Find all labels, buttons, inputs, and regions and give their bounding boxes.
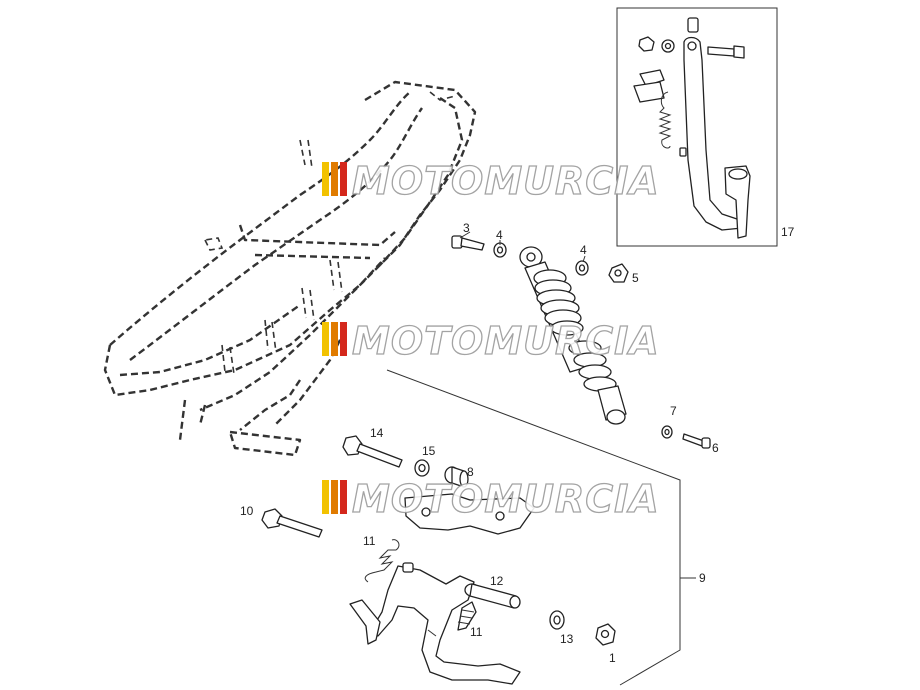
watermark-stripe: [340, 480, 347, 514]
callout-13: 13: [560, 632, 574, 646]
washer-4b: [575, 260, 589, 276]
callout-6: 6: [712, 441, 719, 455]
side-stand-leg: [683, 36, 743, 231]
watermark-stripe: [331, 322, 338, 356]
callout-12: 12: [490, 574, 504, 588]
washer-15: [414, 459, 430, 477]
bolt-14: [342, 435, 403, 468]
washer-small: [661, 39, 675, 53]
callout-3: 3: [463, 221, 470, 235]
callout-10: 10: [240, 504, 254, 518]
callout-4b: 4: [580, 243, 587, 257]
bushing-8: [444, 466, 469, 488]
bolt-3: [451, 235, 485, 251]
rear-shock-absorber: [519, 246, 627, 425]
watermark-text: MOTOMURCIA: [352, 319, 660, 363]
callout-7: 7: [670, 404, 677, 418]
callout-5: 5: [632, 271, 639, 285]
scooter-frame: [103, 80, 477, 457]
callout-17: 17: [781, 225, 795, 239]
callout-1: 1: [609, 651, 616, 665]
callout-8: 8: [467, 465, 474, 479]
watermark-middle: MOTOMURCIA: [322, 318, 660, 364]
watermark-top: MOTOMURCIA: [322, 158, 660, 204]
watermark-stripe: [331, 480, 338, 514]
callout-11b: 11: [470, 625, 483, 639]
spring-11b: [457, 601, 477, 631]
watermark-stripe: [340, 162, 347, 196]
watermark-text: MOTOMURCIA: [352, 477, 660, 521]
watermark-stripe: [322, 322, 329, 356]
callout-11a: 11: [363, 534, 376, 548]
stand-stop: [679, 147, 687, 157]
stand-bracket: [724, 165, 751, 239]
stand-plate: [633, 69, 665, 103]
bolt-6: [682, 433, 711, 449]
return-spring: [658, 91, 672, 149]
washer-4a: [493, 242, 507, 258]
bolt-10: [261, 508, 323, 538]
spring-11a: [364, 539, 400, 583]
callout-15: 15: [422, 444, 436, 458]
watermark-stripe: [331, 162, 338, 196]
callouts: 3 4 4 5 7 6 14 15 8 10 11 12 11 13 1 9 1…: [240, 221, 795, 665]
nut-5: [608, 263, 629, 283]
watermark-stripe: [322, 480, 329, 514]
watermark-stripe: [340, 322, 347, 356]
callout-14: 14: [370, 426, 384, 440]
watermark-text: MOTOMURCIA: [352, 159, 660, 203]
washer-13: [549, 610, 565, 630]
pivot-bolt: [707, 45, 745, 59]
watermark-bottom: MOTOMURCIA: [322, 476, 660, 522]
washer-7: [661, 425, 673, 439]
callout-4a: 4: [496, 228, 503, 242]
nut-small: [638, 36, 655, 52]
stand-mount-bracket: [404, 493, 535, 535]
nut-1: [595, 623, 616, 646]
pivot-sleeve: [687, 17, 699, 33]
group-9-leader-lines: [386, 369, 696, 686]
callout-leaders: [459, 231, 586, 263]
callout-9: 9: [699, 571, 706, 585]
watermark-stripe: [322, 162, 329, 196]
side-stand-inset: [616, 7, 778, 247]
center-stand: [349, 562, 521, 685]
pivot-shaft-12: [464, 583, 521, 609]
